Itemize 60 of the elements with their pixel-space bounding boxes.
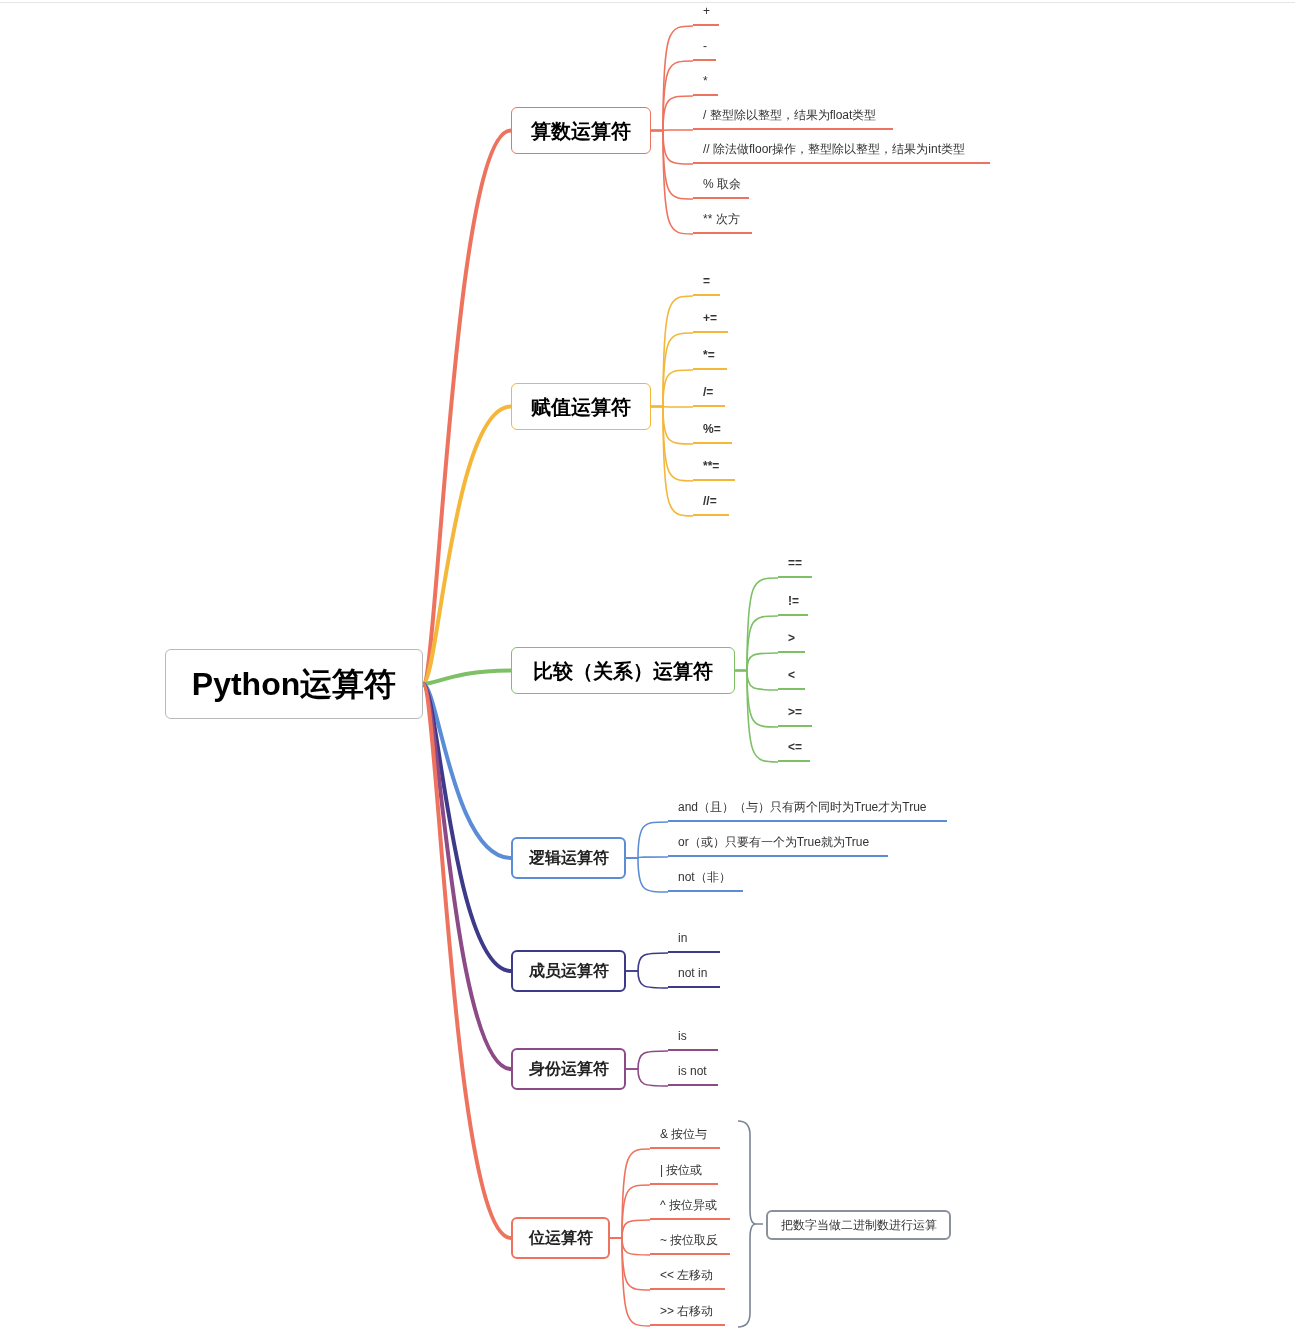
topic-text: * — [703, 73, 708, 90]
topic-text: >= — [788, 704, 802, 721]
root-topic-box — [165, 649, 423, 719]
topic-text: 赋值运算符 — [531, 394, 631, 420]
topic-text: is not — [678, 1063, 707, 1080]
topic-text: ^ 按位异或 — [660, 1197, 717, 1214]
branch-topic-box — [511, 1048, 626, 1090]
topic-text: Python运算符 — [191, 665, 397, 704]
topic-text: + — [703, 3, 710, 20]
topic-text: not（非） — [678, 869, 731, 886]
topic-text: in — [678, 930, 688, 947]
topic-text: <= — [788, 739, 802, 756]
topic-text: == — [788, 555, 802, 572]
topic-text: > — [788, 630, 795, 647]
topic-text: 身份运算符 — [528, 1059, 609, 1079]
branch-topic-box — [511, 950, 626, 992]
topic-text: /= — [703, 384, 714, 401]
topic-text: < — [788, 667, 795, 684]
branch-line — [650, 129, 694, 235]
branch-line — [422, 668, 512, 686]
topic-text: *= — [703, 347, 715, 364]
branch-line — [625, 970, 669, 989]
topic-text: += — [703, 310, 717, 327]
summary-box — [766, 1210, 951, 1240]
branch-topic-box — [511, 1217, 610, 1259]
topic-text: **= — [703, 458, 720, 475]
topic-text: / 整型除以整型，结果为float类型 — [703, 107, 877, 124]
branch-line — [650, 405, 694, 517]
topic-text: | 按位或 — [660, 1162, 703, 1179]
branch-topic-box — [511, 647, 735, 694]
topic-text: >> 右移动 — [660, 1303, 714, 1320]
branch-line — [625, 857, 669, 893]
topic-text: or（或）只要有一个为True就为True — [678, 834, 870, 851]
topic-text: << 左移动 — [660, 1267, 714, 1284]
topic-text: = — [703, 273, 710, 290]
branch-topic-box — [511, 383, 651, 430]
topic-text: 逻辑运算符 — [528, 848, 609, 868]
branch-line — [625, 1068, 669, 1087]
topic-text: % 取余 — [703, 176, 741, 193]
topic-text: %= — [703, 421, 721, 438]
topic-text: ~ 按位取反 — [660, 1232, 719, 1249]
branch-line — [609, 1237, 651, 1327]
branch-topic-box — [511, 107, 651, 154]
branch-topic-box — [511, 837, 626, 879]
topic-text: 算数运算符 — [531, 118, 631, 144]
topic-text: and（且）（与）只有两个同时为True才为True — [678, 799, 927, 816]
topic-text: not in — [678, 965, 708, 982]
topic-text: ** 次方 — [703, 211, 740, 228]
topic-text: 成员运算符 — [528, 961, 609, 981]
topic-text: is — [678, 1028, 687, 1045]
topic-text: // 除法做floor操作，整型除以整型，结果为int类型 — [703, 141, 966, 158]
branch-line — [734, 669, 779, 763]
topic-text: != — [788, 593, 799, 610]
branch-line — [421, 683, 513, 1240]
topic-text: 位运算符 — [528, 1228, 593, 1248]
topic-text: //= — [703, 493, 717, 510]
topic-text: - — [703, 38, 707, 55]
topic-text: 把数字当做二进制数进行运算 — [780, 1217, 937, 1234]
topic-text: & 按位与 — [660, 1126, 708, 1143]
topic-text: 比较（关系）运算符 — [533, 658, 713, 684]
